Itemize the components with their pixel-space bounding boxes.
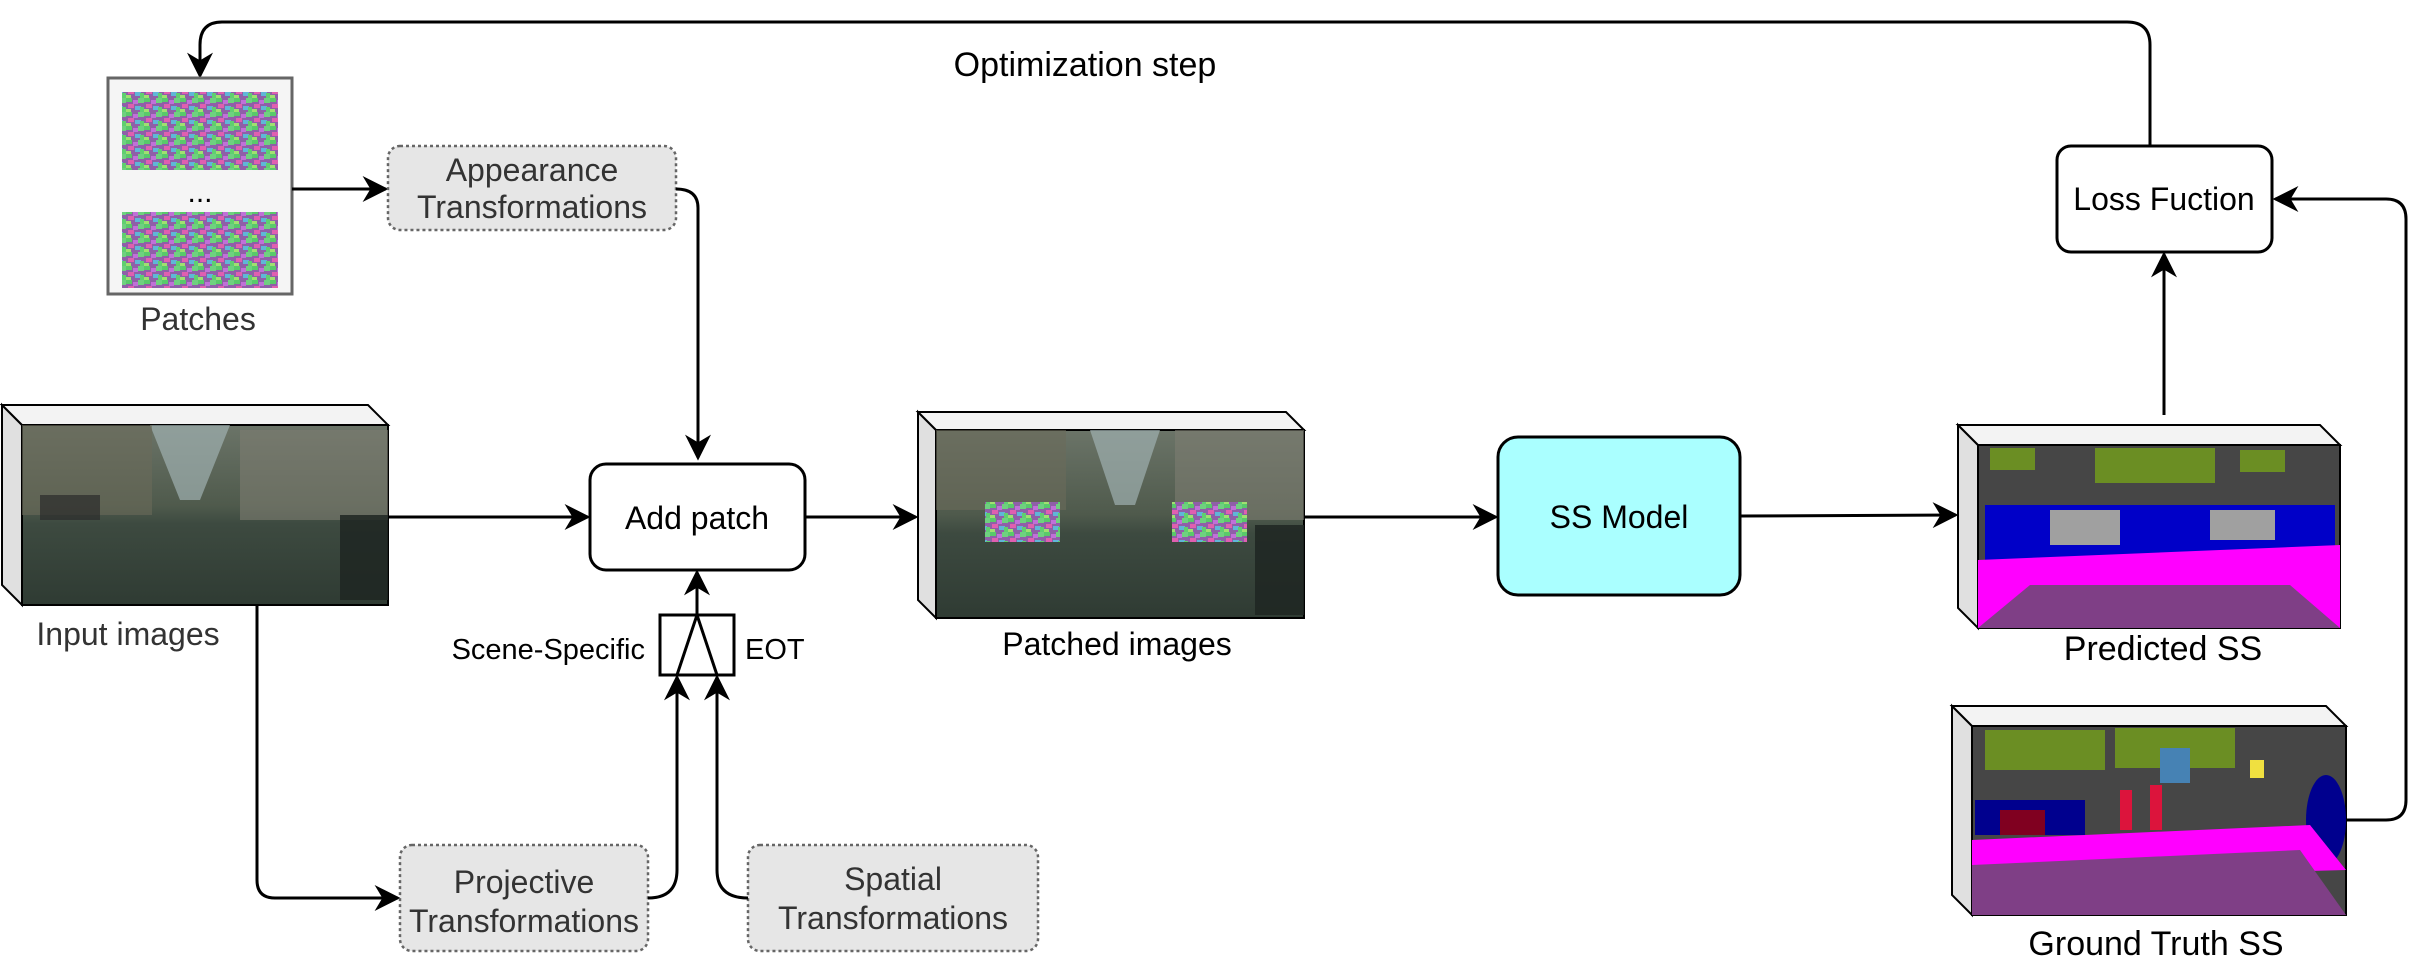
arrow-ss-model-to-predicted bbox=[1739, 502, 1959, 529]
optimization-feedback-arrow bbox=[187, 20, 2152, 148]
predicted-ss-label: Predicted SS bbox=[2064, 630, 2262, 668]
add-patch-label: Add patch bbox=[625, 500, 769, 536]
arrow-appearance-to-add-patch bbox=[675, 187, 711, 461]
applied-patch-right bbox=[1172, 502, 1247, 542]
eot-label: EOT bbox=[745, 634, 805, 666]
optimization-step-label: Optimization step bbox=[954, 46, 1217, 84]
scene-specific-label: Scene-Specific bbox=[452, 634, 645, 666]
spatial-transformations-box bbox=[746, 843, 1040, 953]
arrow-input-to-projective bbox=[255, 605, 401, 911]
patch-image-top bbox=[122, 92, 278, 170]
input-images-stack bbox=[0, 402, 391, 608]
eot-combiner bbox=[658, 610, 736, 677]
spatial-label-1: Spatial bbox=[844, 861, 942, 897]
patch-image-bottom bbox=[122, 212, 278, 288]
arrow-projective-to-eot bbox=[647, 674, 690, 900]
appearance-label-2: Transformations bbox=[417, 189, 647, 225]
patches-label: Patches bbox=[140, 301, 256, 337]
ground-truth-ss-label: Ground Truth SS bbox=[2028, 925, 2283, 963]
spatial-label-2: Transformations bbox=[778, 900, 1008, 936]
loss-function-box bbox=[2055, 144, 2274, 254]
projective-label-2: Transformations bbox=[409, 903, 639, 939]
applied-patch-left bbox=[985, 502, 1060, 542]
projective-label-1: Projective bbox=[454, 864, 595, 900]
patched-images-label: Patched images bbox=[1002, 626, 1231, 662]
arrow-spatial-to-eot bbox=[704, 674, 749, 900]
arrow-ground-truth-to-loss bbox=[2272, 186, 2408, 822]
patched-images-stack bbox=[915, 409, 1307, 621]
patches-ellipsis: ... bbox=[187, 176, 212, 209]
input-images-label: Input images bbox=[36, 616, 219, 652]
appearance-label-1: Appearance bbox=[446, 152, 619, 188]
ss-model-label: SS Model bbox=[1550, 499, 1689, 535]
predicted-ss-stack bbox=[1955, 422, 2343, 631]
patches-stack: ... bbox=[106, 76, 294, 296]
ground-truth-ss-stack bbox=[1949, 703, 2349, 918]
loss-function-label: Loss Fuction bbox=[2073, 181, 2254, 217]
